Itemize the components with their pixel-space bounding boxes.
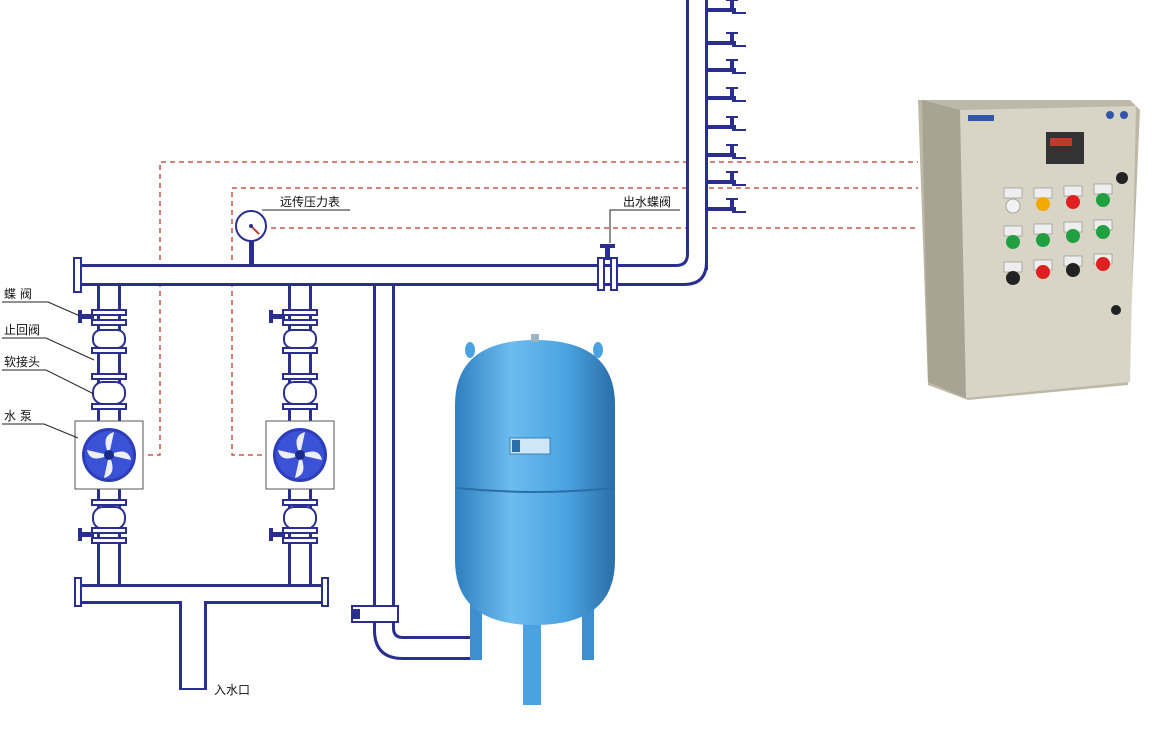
pressure-tank (455, 334, 615, 705)
green-button (1063, 221, 1083, 243)
pump-2-butterfly-valve (269, 309, 318, 326)
label-butterfly-valve: 蝶 阀 (4, 286, 32, 301)
label-pressure-gauge: 远传压力表 (280, 194, 340, 209)
indicator-lamp (1093, 183, 1113, 207)
pressure-gauge (235, 210, 267, 266)
faucet-icon (708, 0, 746, 14)
faucet-column (708, 0, 746, 213)
pump-2-lower-soft-joint (282, 499, 318, 530)
pump-1-soft-joint (91, 373, 127, 410)
faucet-icon (708, 59, 746, 74)
faucet-icon (708, 32, 746, 47)
pump-1-lower-soft-joint (91, 499, 127, 530)
label-pump: 水 泵 (4, 409, 32, 423)
tank-branch-pipe (351, 286, 480, 660)
leader-line-soft-joint (2, 369, 95, 395)
faucet-icon (708, 171, 746, 186)
selector-switches (1003, 253, 1113, 285)
leader-lines (2, 209, 680, 439)
pump-1 (74, 420, 144, 490)
control-cabinet (918, 100, 1140, 400)
indicator-lamp (1003, 187, 1023, 214)
label-soft-joint: 软接头 (4, 354, 40, 369)
fan-icon (82, 428, 136, 482)
pump-1-assembly (74, 309, 144, 544)
label-inlet: 入水口 (214, 683, 250, 697)
leader-line-check-valve (2, 337, 95, 361)
pump-2-assembly (265, 309, 335, 544)
pump-2-check-valve (282, 329, 318, 354)
signal-line-pump2 (231, 187, 918, 456)
leader-line-outlet-valve (609, 209, 680, 243)
pump-2 (265, 420, 335, 490)
inlet-header-pipe (74, 577, 329, 690)
selector-switch (1063, 255, 1083, 277)
signal-line-pump1 (148, 161, 918, 456)
indicator-lamps (1003, 183, 1113, 214)
faucet-icon (708, 198, 746, 213)
fan-icon (273, 428, 327, 482)
pump-2-soft-joint (282, 373, 318, 410)
outlet-main-pipe (73, 240, 708, 293)
leader-line-butterfly-valve (2, 301, 81, 317)
start-buttons (1003, 219, 1113, 249)
label-outlet-valve: 出水蝶阀 (623, 194, 671, 209)
indicator-lamp (1063, 185, 1083, 209)
green-button (1003, 225, 1023, 249)
green-button (1033, 223, 1053, 247)
pump-2-lower-valve (269, 527, 318, 544)
label-check-valve: 止回阀 (4, 323, 40, 337)
red-button (1033, 259, 1053, 279)
pump-1-check-valve (91, 329, 127, 354)
faucet-icon (708, 87, 746, 102)
leader-line-pump (2, 423, 79, 439)
red-button (1093, 253, 1113, 271)
faucet-icon (708, 144, 746, 159)
pump-1-lower-valve (78, 527, 127, 544)
pump-1-butterfly-valve (78, 309, 127, 326)
outlet-butterfly-valve (597, 244, 618, 291)
indicator-lamp (1033, 187, 1053, 211)
selector-switch (1003, 261, 1023, 285)
faucet-icon (708, 116, 746, 131)
signal-lines (148, 161, 918, 456)
green-button (1093, 219, 1113, 239)
riser-pipe (686, 0, 708, 270)
